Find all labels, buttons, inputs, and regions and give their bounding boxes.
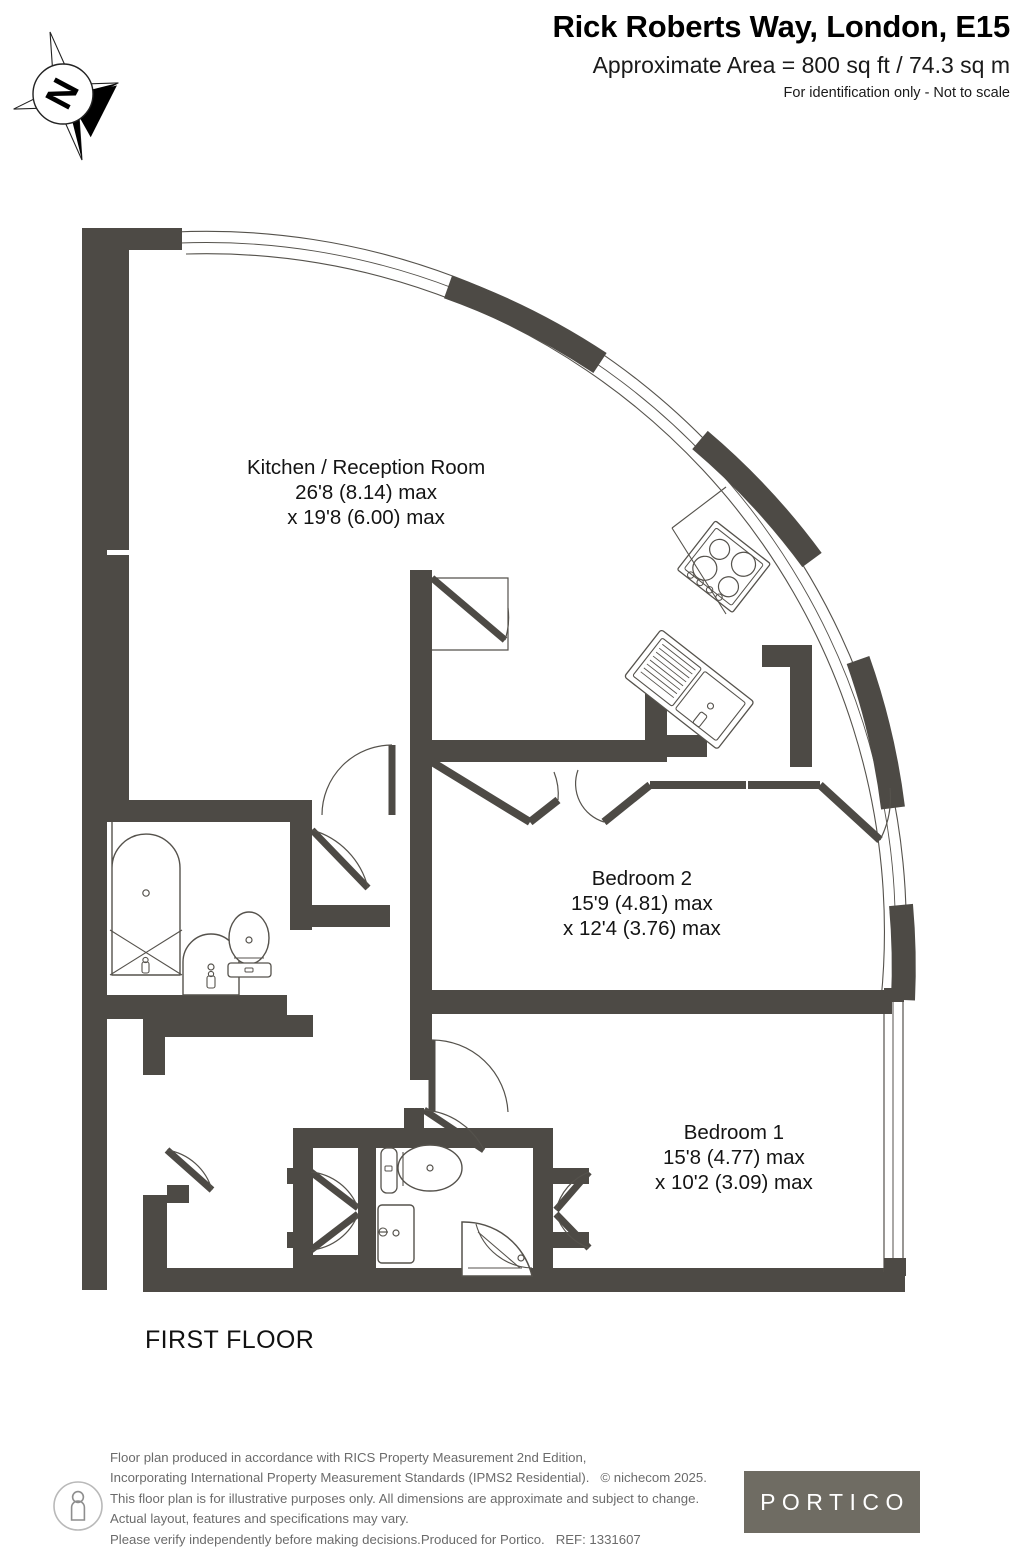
room-dimension-1: 15'9 (4.81) max — [570, 892, 713, 915]
wardrobe-doors-right — [553, 1169, 592, 1251]
wall-hall-east — [410, 815, 432, 1030]
wall-west-lower — [82, 1025, 107, 1290]
disclaimer-line-3: This floor plan is for illustrative purp… — [110, 1490, 700, 1506]
wall-bathroom-south — [107, 995, 287, 1019]
approximate-area-text: Approximate Area = 800 sq ft / 74.3 sq m — [592, 52, 1010, 78]
doors-entrance-hall — [164, 1147, 215, 1193]
disclaimer-text: Floor plan produced in accordance with R… — [110, 1448, 750, 1550]
door-hall-to-kitchen — [321, 744, 396, 816]
room-dimension-1: 15'8 (4.77) max — [662, 1146, 805, 1169]
disclaimer-line-2-text: Incorporating International Property Mea… — [110, 1470, 590, 1486]
wall-kitchen-south — [432, 740, 667, 762]
page-title: Rick Roberts Way, London, E15 — [552, 9, 1010, 44]
bathtub-with-shower-icon — [109, 822, 183, 976]
disclaimer-line-5: Please verify independently before makin… — [110, 1530, 750, 1550]
wash-basin-icon — [182, 933, 240, 996]
sink-with-drainer-icon — [624, 629, 754, 749]
room-name: Bedroom 2 — [591, 867, 692, 890]
room-name: Bedroom 1 — [683, 1121, 784, 1144]
quadrant-shower-icon — [461, 1221, 533, 1277]
wall-ensuite-west — [293, 1128, 313, 1273]
produced-for-text: Please verify independently before makin… — [110, 1531, 545, 1547]
wall-bathroom-north — [107, 800, 312, 822]
wall-kitchen-partition — [410, 570, 432, 815]
room-dimension-2: x 10'2 (3.09) max — [655, 1171, 813, 1194]
room-name: Kitchen / Reception Room — [247, 456, 486, 479]
wardrobe-doors-left — [308, 1169, 361, 1253]
copyright-text: © nichecom 2025. — [600, 1470, 707, 1486]
room-label-kitchen-reception: Kitchen / Reception Room 26'8 (8.14) max… — [247, 455, 485, 530]
disclaimer-line-2: Incorporating International Property Mea… — [110, 1468, 750, 1488]
wall-ensuite-north — [293, 1128, 553, 1148]
disclaimer-line-1: Floor plan produced in accordance with R… — [110, 1450, 587, 1465]
rectangular-basin-icon — [377, 1204, 415, 1264]
wall-top-left — [82, 228, 182, 250]
room-dimension-1: 26'8 (8.14) max — [295, 481, 437, 504]
room-dimension-2: x 12'4 (3.76) max — [563, 917, 721, 940]
wall-bed1-north — [432, 990, 892, 1014]
wall-bathroom-east — [290, 800, 312, 930]
wall-ensuite-east — [533, 1128, 553, 1276]
room-label-bedroom-1: Bedroom 1 15'8 (4.77) max x 10'2 (3.09) … — [655, 1120, 813, 1195]
curved-exterior-wall — [174, 220, 918, 1002]
wall-south — [143, 1268, 905, 1292]
scale-disclaimer-text: For identification only - Not to scale — [783, 85, 1010, 101]
portico-logo[interactable]: PORTICO — [744, 1471, 920, 1533]
plan-header: Rick Roberts Way, London, E15 Approximat… — [0, 0, 1024, 103]
hob-four-burner-icon — [677, 520, 771, 613]
door-ensuite — [422, 1107, 486, 1153]
floor-level-label: FIRST FLOOR — [145, 1326, 315, 1354]
east-window-wall — [883, 988, 906, 1276]
wall-west-upper — [82, 228, 107, 810]
compass-rose-icon: N — [6, 22, 126, 167]
door-kitchen-cupboard — [429, 575, 510, 651]
room-label-bedroom-2: Bedroom 2 15'9 (4.81) max x 12'4 (3.76) … — [563, 866, 721, 941]
toilet-icon-bathroom — [227, 911, 272, 978]
door-bedroom1 — [428, 1039, 509, 1113]
doors-bedroom2-bifold — [429, 758, 892, 843]
kitchen-counter-upper — [671, 486, 727, 615]
reference-number: REF: 1331607 — [555, 1531, 641, 1547]
toilet-icon-ensuite — [380, 1144, 463, 1194]
door-bathroom — [309, 827, 371, 891]
disclaimer-line-4: Actual layout, features and specificatio… — [110, 1511, 409, 1527]
person-icon — [52, 1480, 104, 1532]
room-dimension-2: x 19'8 (6.00) max — [287, 506, 445, 529]
wall-west-mid — [82, 810, 107, 1025]
